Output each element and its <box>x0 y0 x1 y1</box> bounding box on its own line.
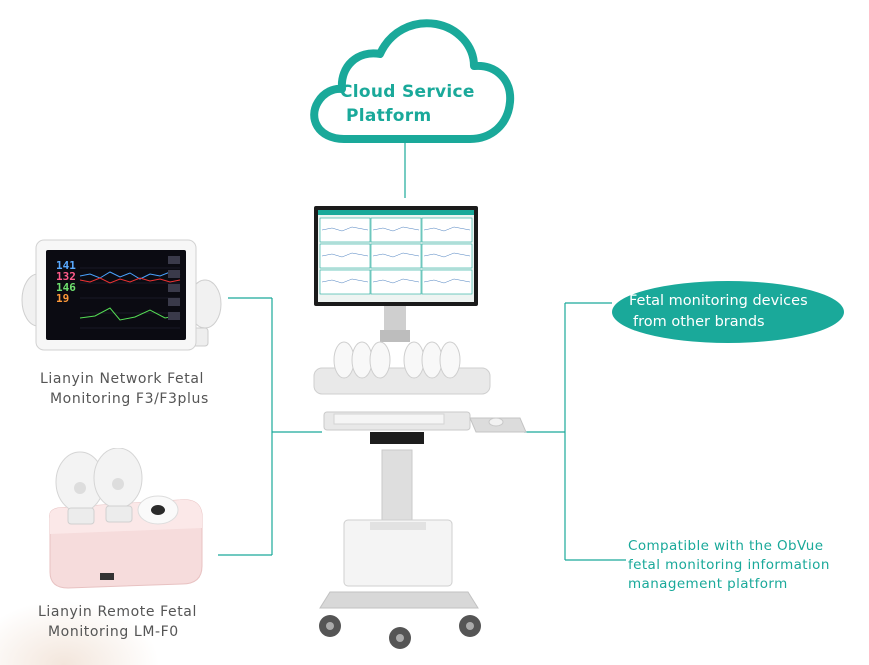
pill-line1: Fetal monitoring devices <box>629 293 808 309</box>
network-fetal-monitor-image <box>21 239 222 351</box>
compat-line3: management platform <box>628 576 788 592</box>
reading-fhr1: 141 <box>56 259 76 272</box>
cloud-title-line1: Cloud Service <box>340 82 475 102</box>
pill-line2: from other brands <box>633 314 765 330</box>
remote-caption-line2: Monitoring LM-F0 <box>48 624 179 640</box>
monitor-screen-readings: 141 132 146 19 <box>56 260 76 304</box>
compat-line2: fetal monitoring information <box>628 557 830 573</box>
reading-fhr3: 146 <box>56 281 76 294</box>
network-caption-line1: Lianyin Network Fetal <box>40 371 205 387</box>
network-monitor-caption: Lianyin Network Fetal Monitoring F3/F3pl… <box>40 369 209 409</box>
cloud-service-title: Cloud Service Platform <box>340 80 500 128</box>
network-caption-line2: Monitoring F3/F3plus <box>50 391 209 407</box>
remote-fetal-monitor-image <box>49 448 203 589</box>
compat-line1: Compatible with the ObVue <box>628 538 824 554</box>
decorative-background-blur <box>0 600 160 665</box>
remote-caption-line1: Lianyin Remote Fetal <box>38 604 197 620</box>
remote-monitor-caption: Lianyin Remote Fetal Monitoring LM-F0 <box>38 602 197 642</box>
workstation-cart-image <box>313 206 527 649</box>
other-brands-text: Fetal monitoring devices from other bran… <box>629 291 839 333</box>
reading-fhr2: 132 <box>56 270 76 283</box>
cloud-shape <box>310 19 515 143</box>
cloud-title-line2: Platform <box>346 106 432 126</box>
other-brands-pill <box>612 281 844 343</box>
reading-toco: 19 <box>56 292 70 305</box>
obvue-compat-text: Compatible with the ObVue fetal monitori… <box>628 537 863 594</box>
